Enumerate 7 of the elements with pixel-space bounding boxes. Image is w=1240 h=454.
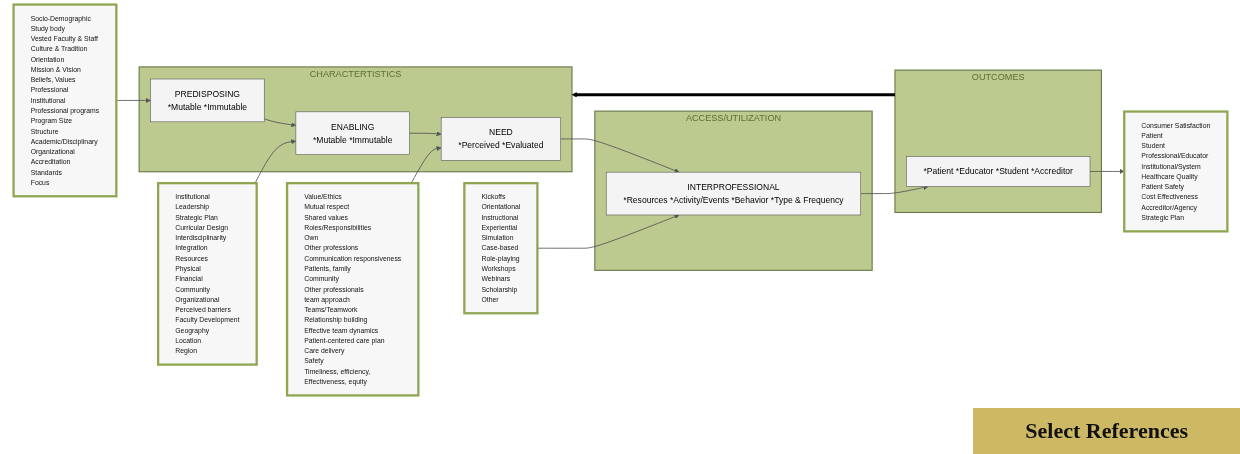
node-box: *Patient *Educator *Student *Accreditor [905, 156, 1090, 187]
arrow [571, 92, 895, 98]
node-box: NEED *Perceived *Evaluated [440, 117, 561, 161]
section-banner: Select References [973, 408, 1240, 454]
node-box: PREDISPOSING *Mutable *Immutable [149, 78, 265, 123]
node-box: ENABLING *Mutable *Immutable [295, 111, 410, 155]
node-box: INTERPROFESSIONAL *Resources *Activity/Events *Behavior *Type & Frequency [605, 171, 861, 216]
